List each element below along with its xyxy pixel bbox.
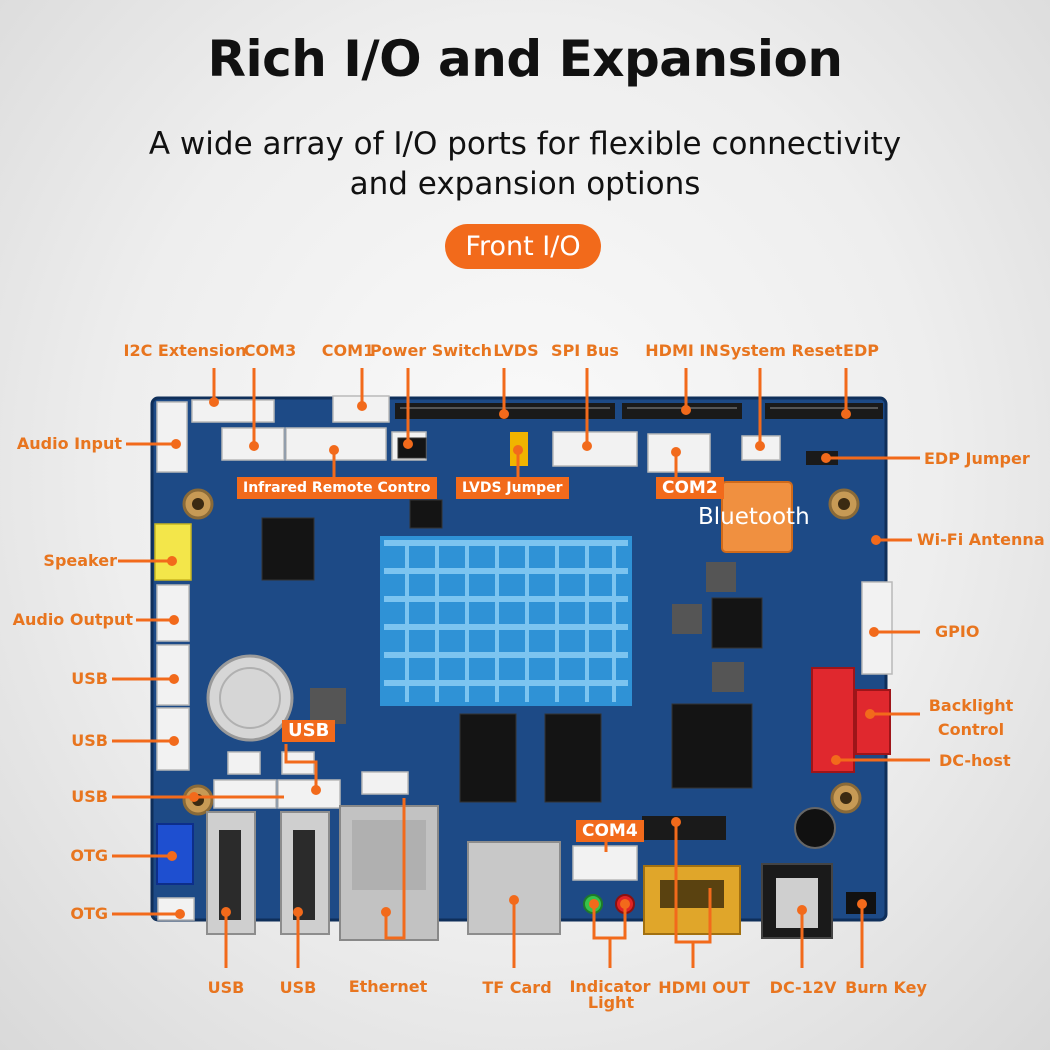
red-connector-backlight bbox=[811, 667, 855, 773]
leader-lines bbox=[112, 368, 930, 968]
label-hdmi-out: HDMI OUT bbox=[658, 978, 750, 997]
edp-header bbox=[765, 403, 883, 419]
label-usb-left-3: USB bbox=[71, 787, 108, 806]
bluetooth-module bbox=[721, 481, 793, 553]
label-com1: COM1 bbox=[321, 341, 375, 360]
label-power-switch: Power Switch bbox=[369, 341, 493, 360]
tag-lvds-jumper: LVDS Jumper bbox=[456, 477, 569, 499]
label-system-reset: System Reset bbox=[719, 341, 843, 360]
front-io-badge: Front I/O bbox=[445, 224, 601, 269]
page-title: Rich I/O and Expansion bbox=[207, 30, 843, 88]
page-subtitle: A wide array of I/O ports for flexible c… bbox=[148, 126, 902, 202]
label-wifi-antenna: Wi-Fi Antenna bbox=[917, 530, 1045, 549]
label-usb-bottom-1: USB bbox=[207, 978, 245, 997]
tag-com2: COM2 bbox=[656, 477, 724, 499]
label-indicator-light-line2: Light bbox=[587, 993, 635, 1012]
label-lvds: LVDS bbox=[493, 341, 539, 360]
red-connector-dchost bbox=[855, 689, 891, 755]
label-edp: EDP bbox=[843, 341, 879, 360]
label-speaker: Speaker bbox=[43, 551, 117, 570]
tag-infrared-remote-control: Infrared Remote Contro bbox=[237, 477, 437, 499]
label-i2c-extension: I2C Extension bbox=[123, 341, 247, 360]
usb-ports bbox=[206, 811, 330, 935]
label-tf-card: TF Card bbox=[482, 978, 552, 997]
label-indicator-light-line1: Indicator bbox=[569, 977, 651, 996]
tag-usb-onboard: USB bbox=[282, 720, 336, 742]
label-backlight-control-line1: Backlight bbox=[928, 696, 1014, 715]
label-usb-left-1: USB bbox=[71, 669, 108, 688]
label-edp-jumper: EDP Jumper bbox=[924, 449, 1030, 468]
chips bbox=[261, 437, 763, 803]
label-hdmi-in: HDMI IN bbox=[645, 341, 719, 360]
label-usb-bottom-2: USB bbox=[279, 978, 317, 997]
bluetooth-label: Bluetooth bbox=[698, 504, 810, 530]
speaker-connector bbox=[154, 523, 192, 581]
heatsink-fins bbox=[384, 540, 628, 702]
label-burn-key: Burn Key bbox=[845, 978, 927, 997]
heatsink bbox=[380, 536, 632, 706]
label-otg-1: OTG bbox=[70, 846, 108, 865]
label-ethernet: Ethernet bbox=[348, 977, 428, 996]
label-audio-output: Audio Output bbox=[12, 610, 133, 629]
label-dc-12v: DC-12V bbox=[769, 978, 837, 997]
tag-com4: COM4 bbox=[576, 820, 644, 842]
label-spi-bus: SPI Bus bbox=[551, 341, 619, 360]
label-gpio: GPIO bbox=[935, 622, 980, 641]
label-otg-2: OTG bbox=[70, 904, 108, 923]
label-audio-input: Audio Input bbox=[16, 434, 122, 453]
capacitor bbox=[794, 807, 836, 849]
label-backlight-control-line2: Control bbox=[937, 720, 1005, 739]
leader-dots bbox=[167, 397, 881, 919]
label-usb-left-2: USB bbox=[71, 731, 108, 750]
label-dc-host: DC-host bbox=[939, 751, 1011, 770]
label-com3: COM3 bbox=[243, 341, 297, 360]
